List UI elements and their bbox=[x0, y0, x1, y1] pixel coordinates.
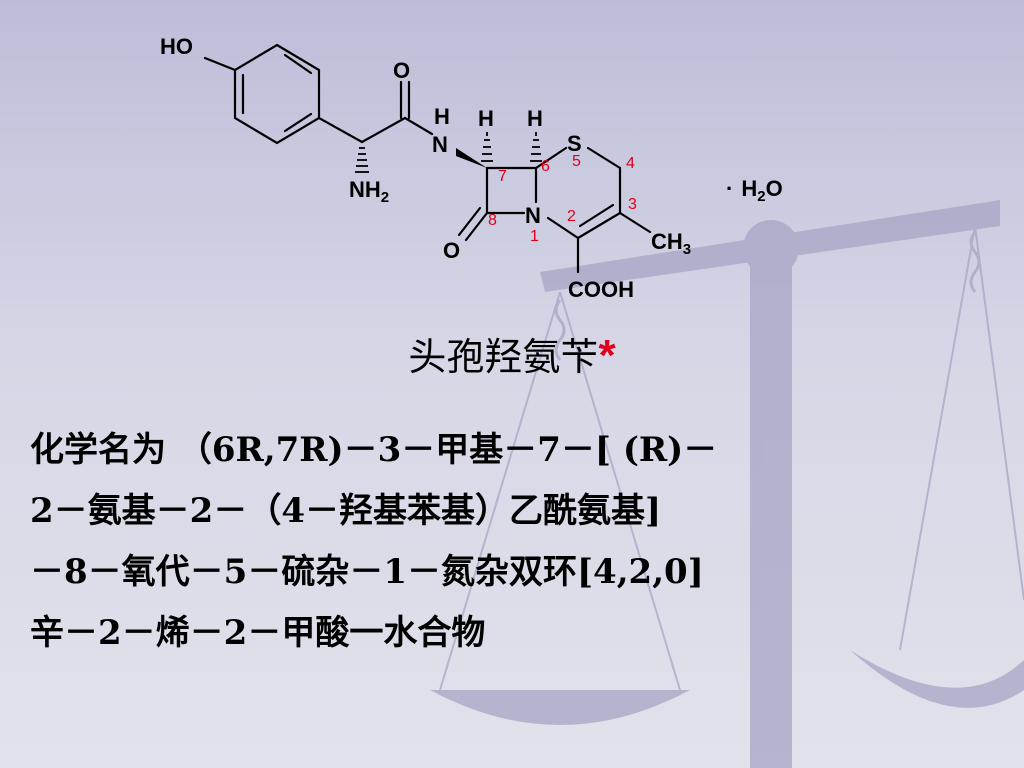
atom-ch3: CH3 bbox=[651, 229, 691, 258]
drug-name: 头孢羟氨苄 bbox=[408, 335, 599, 379]
title-star-mark: * bbox=[598, 331, 616, 380]
chemical-name-line-2: 2－氨基－2－（4－羟基苯基）乙酰氨基] bbox=[30, 491, 662, 531]
atom-nh2: NH2 bbox=[349, 177, 389, 206]
ring-number-8: 8 bbox=[488, 212, 497, 229]
atom-ho: HO bbox=[160, 34, 193, 59]
hydrate-water: ·H2O bbox=[726, 176, 783, 205]
ring-number-3: 3 bbox=[628, 196, 637, 213]
ring-number-4: 4 bbox=[626, 155, 635, 172]
chemical-name-line-4: 辛－2－烯－2－甲酸一水合物 bbox=[30, 613, 486, 653]
ring-number-1: 1 bbox=[530, 228, 539, 245]
drug-title: 头孢羟氨苄* bbox=[0, 326, 1024, 381]
ring-number-7: 7 bbox=[498, 168, 507, 185]
atom-n-ring: N bbox=[525, 203, 541, 228]
atom-cooh: COOH bbox=[568, 277, 634, 302]
atom-o-lactam: O bbox=[443, 238, 460, 263]
atom-n-amide: N bbox=[432, 132, 448, 157]
bold-wedge-bond bbox=[456, 148, 487, 168]
chemical-name-line-1: 化学名为 （6R,7R)－3－甲基－7－[ (R)－ bbox=[30, 430, 718, 470]
ring-number-6: 6 bbox=[541, 158, 550, 175]
chemical-name-line-3: －8－氧代－5－硫杂－1－氮杂双环[4,2,0] bbox=[30, 552, 704, 592]
atom-h-amide: H bbox=[434, 104, 450, 129]
atom-o-amide: O bbox=[393, 58, 410, 83]
atom-h-c7: H bbox=[478, 106, 494, 131]
chemical-name-block: 化学名为 （6R,7R)－3－甲基－7－[ (R)－ 2－氨基－2－（4－羟基苯… bbox=[30, 420, 1005, 664]
ring-number-2: 2 bbox=[567, 208, 576, 225]
hashed-wedge-bond bbox=[355, 147, 369, 173]
atom-h-c6: H bbox=[527, 106, 543, 131]
atom-s: S bbox=[567, 131, 582, 156]
structural-formula: HO O H N H H S NH2 N O CH3 COOH ·H2O 1 2… bbox=[160, 34, 783, 302]
ring-number-5: 5 bbox=[572, 153, 581, 170]
